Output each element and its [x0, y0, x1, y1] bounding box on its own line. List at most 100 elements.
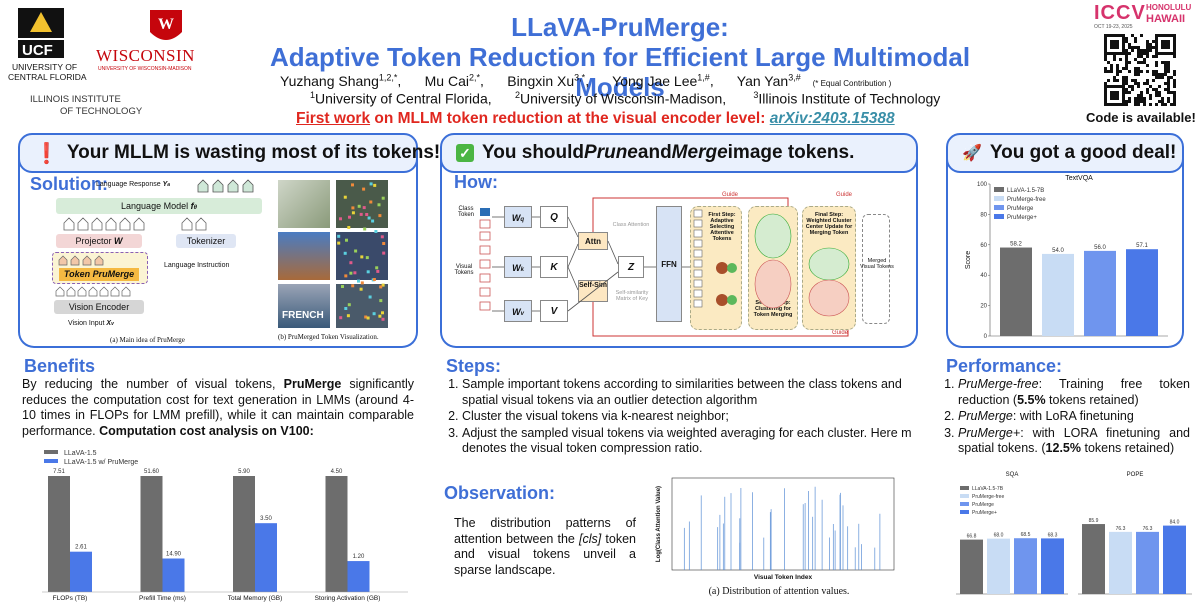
token-dot [348, 215, 351, 219]
first-step-label: First Step: Adaptive Selecting Attentive… [708, 212, 736, 242]
cost-value-label: 2.61 [75, 545, 87, 551]
tagline-mid: on MLLM token reduction at the visual en… [370, 110, 770, 127]
qr-module [1113, 55, 1116, 58]
qr-module [1140, 91, 1143, 94]
qr-module [1143, 97, 1146, 100]
token-dot [365, 256, 369, 260]
attn-caption: (a) Distribution of attention values. [709, 586, 850, 597]
legend-label: PruMerge+ [972, 510, 997, 516]
legend-swatch [994, 196, 1004, 201]
token-dot [347, 226, 351, 229]
qr-module [1140, 52, 1143, 55]
score-value-label: 68.0 [994, 533, 1004, 539]
qr-module [1173, 82, 1176, 85]
qr-module [1113, 58, 1116, 61]
token-dot [369, 182, 373, 186]
qr-module [1131, 49, 1134, 52]
qr-module [1104, 58, 1107, 61]
qr-module [1131, 34, 1134, 37]
qr-module [1143, 82, 1146, 85]
attn-x-label: Visual Token Index [754, 574, 813, 581]
tagline: First work on MLLM token reduction at th… [296, 110, 895, 128]
attn-box: Attn [578, 232, 608, 250]
perf-item-2: PruMerge: with LoRA finetuning [958, 409, 1190, 425]
middle-title-pre: You should [482, 142, 585, 163]
response-tokens-icon [197, 179, 254, 193]
qr-module [1143, 58, 1146, 61]
qr-module [1137, 94, 1140, 97]
qr-module [1158, 100, 1161, 103]
caption-a: (a) Main idea of PruMerge [110, 336, 185, 344]
step-2: Cluster the visual tokens via k-nearest … [462, 409, 916, 425]
iccv-city1: HONOLULU [1146, 3, 1192, 12]
qr-module [1152, 46, 1155, 49]
ucf-line3: CENTRAL FLORIDA [8, 72, 87, 82]
token-visualization: FRENCH [278, 180, 396, 330]
token-dot [359, 287, 363, 291]
iit-line1: ILLINOIS INSTITUTE [30, 94, 121, 105]
qr-module [1116, 67, 1119, 70]
qr-module [1173, 100, 1176, 103]
qr-module [1146, 70, 1149, 73]
cost-bar-llava [233, 476, 255, 592]
qr-module [1146, 79, 1149, 82]
attn-plot-frame [671, 477, 895, 571]
legend-swatch [994, 187, 1004, 192]
qr-module [1116, 73, 1119, 76]
token-dot [346, 314, 350, 318]
qr-module [1134, 79, 1137, 82]
chart-title: SQA [1006, 472, 1019, 478]
y-axis-label: Score [965, 251, 972, 269]
qr-module [1137, 103, 1140, 106]
qr-module [1122, 79, 1125, 82]
qr-module [1125, 40, 1128, 43]
class-token-label: Class Token [457, 206, 474, 218]
qr-module [1146, 55, 1149, 58]
qr-module [1167, 100, 1170, 103]
token-dot [381, 196, 385, 200]
qr-module [1146, 82, 1149, 85]
right-panel-header: 🚀 You got a good deal! [946, 133, 1184, 173]
author-3: Bingxin Xu3,* [507, 72, 586, 89]
iccv-logo: ICCV HONOLULU HAWAII OCT 19-23, 2025 [1094, 2, 1192, 32]
photo-sign [278, 232, 330, 280]
qr-module [1173, 94, 1176, 97]
qr-module [1140, 49, 1143, 52]
arxiv-link[interactable]: arXiv:2403.15388 [769, 110, 895, 127]
affiliation-list: 1University of Central Florida, 2Univers… [310, 90, 941, 107]
wisconsin-wordmark: WISCONSIN [96, 46, 195, 65]
qr-module [1146, 46, 1149, 49]
legend-swatch-llava [44, 450, 58, 454]
token-dot [343, 251, 347, 255]
qr-module [1152, 88, 1155, 91]
qr-module [1155, 88, 1158, 91]
qr-module [1170, 103, 1173, 106]
cost-category-label: Storing Activation (GB) [315, 595, 381, 602]
qr-module [1173, 103, 1176, 106]
qr-module [1158, 85, 1161, 88]
step-3: Adjust the sampled visual tokens via wei… [462, 426, 916, 457]
qr-module [1173, 97, 1176, 100]
score-bar [987, 538, 1010, 594]
checkmark-icon: ✓ [456, 144, 474, 162]
qr-module [1137, 85, 1140, 88]
token-dot [381, 283, 385, 287]
token-dot [357, 204, 361, 208]
z-box: Z [618, 256, 644, 278]
legend-label: PruMerge [972, 502, 994, 508]
legend-swatch [960, 486, 969, 490]
qr-module [1149, 97, 1152, 100]
qr-module [1137, 97, 1140, 100]
qr-module [1122, 76, 1125, 79]
qr-module [1161, 76, 1164, 79]
solution-label: Solution: [30, 174, 108, 194]
qr-module [1125, 76, 1128, 79]
legend-label: LLaVA-1.5-7B [1007, 188, 1044, 194]
guide-label-1: Guide [722, 192, 739, 198]
qr-module [1164, 103, 1167, 106]
qr-code-icon[interactable] [1104, 34, 1176, 106]
author-5: Yan Yan3,# [736, 72, 801, 89]
